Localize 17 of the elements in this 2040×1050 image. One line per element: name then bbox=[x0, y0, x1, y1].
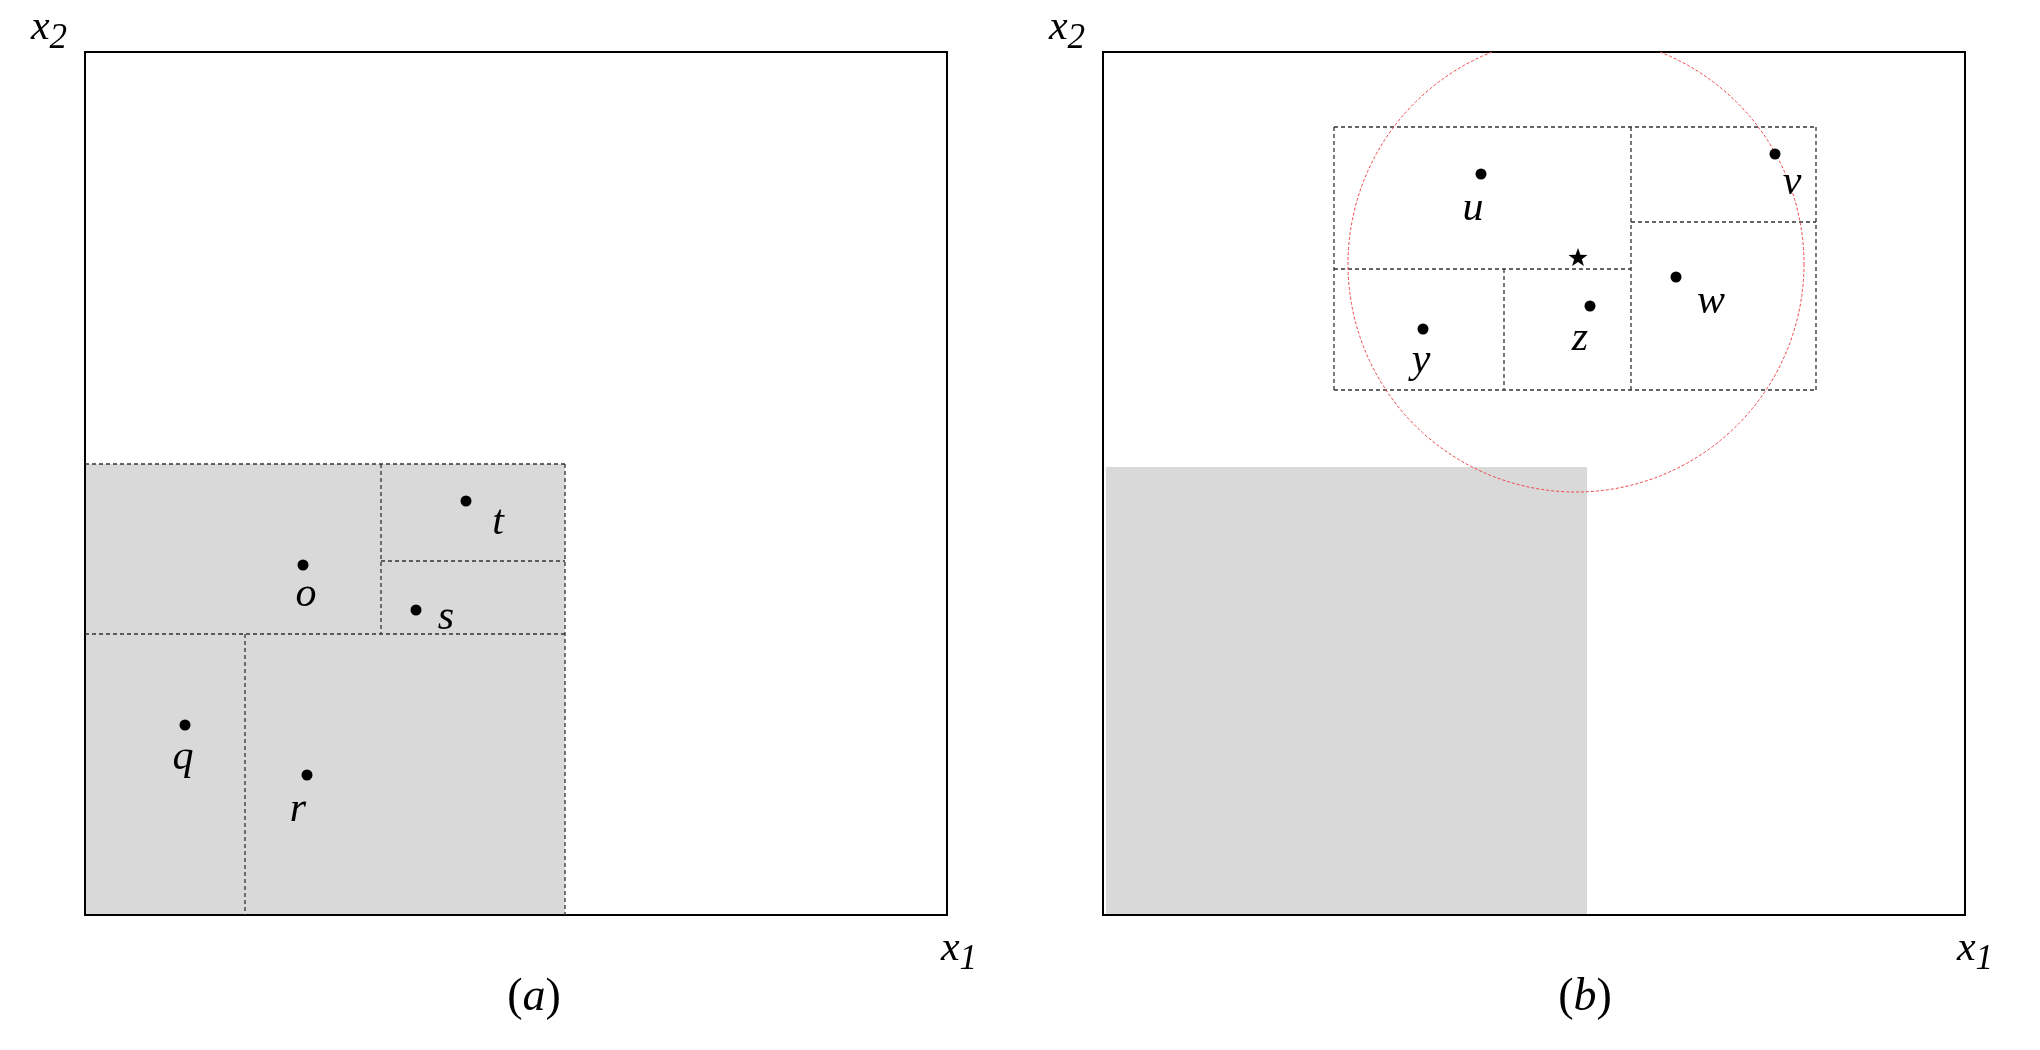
point-label: s bbox=[437, 594, 455, 636]
point-label: z bbox=[1571, 315, 1589, 357]
axis-label: x$_{2}$ bbox=[1048, 3, 1086, 55]
panel-caption: (b) bbox=[1558, 972, 1612, 1018]
axis-label: x$_{1}$ bbox=[940, 924, 978, 976]
point-label: t bbox=[492, 499, 504, 541]
shaded-region bbox=[85, 464, 565, 915]
point-label: r bbox=[289, 786, 307, 828]
panel-caption: (a) bbox=[507, 972, 561, 1018]
axis-label: x$_{2}$ bbox=[30, 3, 68, 55]
point-label: q bbox=[172, 734, 194, 776]
point-label: o bbox=[295, 571, 317, 613]
shaded-region bbox=[1106, 467, 1587, 915]
point-label: w bbox=[1697, 278, 1725, 320]
point-label: v bbox=[1782, 159, 1802, 201]
axis-label: x$_{1}$ bbox=[1956, 924, 1994, 976]
point-label: u bbox=[1462, 185, 1484, 227]
